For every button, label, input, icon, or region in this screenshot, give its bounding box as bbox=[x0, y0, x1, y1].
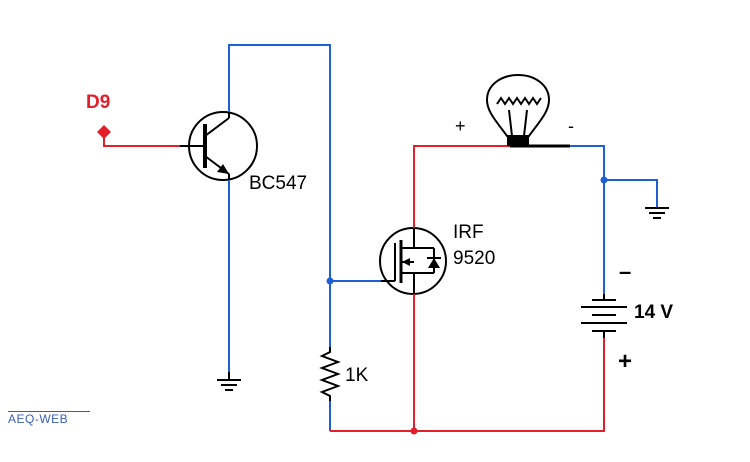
lamp-bulb: + - bbox=[455, 73, 574, 146]
resistor-1k: 1K bbox=[319, 347, 369, 401]
input-pin-d9: D9 bbox=[86, 92, 111, 139]
lamp-minus-label: - bbox=[568, 116, 574, 136]
watermark: AEQ-WEB bbox=[8, 412, 69, 426]
input-pin-label: D9 bbox=[86, 92, 110, 113]
mosfet-label-line1: IRF bbox=[453, 222, 484, 243]
resistor-label: 1K bbox=[345, 365, 369, 386]
battery-label: 14 V bbox=[634, 302, 673, 323]
battery-minus-label: – bbox=[619, 259, 631, 284]
wire-bottom-rail bbox=[330, 338, 605, 432]
wire-to-ground-right bbox=[604, 179, 658, 208]
ground-symbol-right bbox=[645, 207, 669, 219]
mosfet-irf9520: IRF 9520 bbox=[379, 222, 495, 295]
wire-collector bbox=[228, 44, 331, 281]
battery-14v: 14 V – + bbox=[581, 259, 673, 375]
wire-drain-to-lamp bbox=[413, 145, 510, 228]
wire-lamp-to-battery bbox=[570, 145, 605, 294]
wire-d9-to-base bbox=[103, 132, 180, 147]
lamp-plus-label: + bbox=[455, 116, 466, 136]
ground-symbol-left bbox=[217, 372, 241, 391]
transistor-label: BC547 bbox=[249, 173, 307, 194]
junction-node-bottom bbox=[410, 427, 418, 435]
npn-transistor-bc547: BC547 bbox=[180, 111, 307, 194]
battery-plus-label: + bbox=[618, 348, 632, 375]
mosfet-label-line2: 9520 bbox=[453, 248, 495, 269]
watermark-underline bbox=[8, 411, 90, 412]
